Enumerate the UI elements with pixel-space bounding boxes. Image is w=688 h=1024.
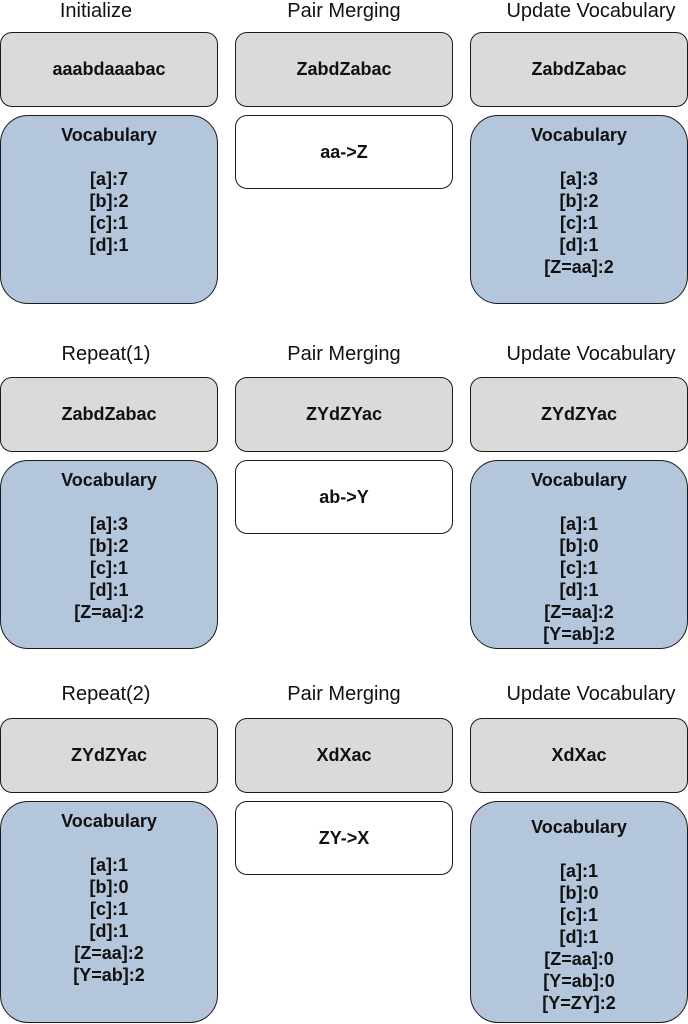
row3-updated-sequence-box: XdXac [470,718,688,793]
row1-updated-sequence-box: ZabdZabac [470,32,688,107]
row3-updated-sequence: XdXac [551,745,607,765]
vocab-entry: [a]:1 [89,855,128,875]
vocab-entry: [d]:1 [89,235,129,255]
vocab-entry: [Y=ZY]:2 [542,993,616,1013]
row2-vocabulary-after: Vocabulary [a]:1 [b]:0 [c]:1 [d]:1 [Z=aa… [470,460,688,649]
vocab-entry: [a]:3 [89,514,128,534]
row1-merged-sequence: ZabdZabac [296,59,392,79]
row2-updated-sequence-box: ZYdZYac [470,377,688,452]
vocab-entry: [d]:1 [559,580,599,600]
vocab-entry: [Y=ab]:2 [73,965,145,985]
row2-title-repeat-1: Repeat(1) [61,343,151,365]
vocab-entry: [b]:2 [89,191,129,211]
row3-vocab-before-title: Vocabulary [61,811,157,831]
vocab-entry: [a]:7 [89,169,128,189]
row2-merged-sequence-box: ZYdZYac [235,377,453,452]
row3-vocabulary-before: Vocabulary [a]:1 [b]:0 [c]:1 [d]:1 [Z=aa… [0,801,218,1023]
row2-input-sequence-box: ZabdZabac [0,377,218,452]
vocab-entry: [c]:1 [89,213,128,233]
row2-merged-sequence: ZYdZYac [305,404,383,424]
row3-merged-sequence: XdXac [316,745,372,765]
row1-vocab-before-title: Vocabulary [61,125,157,145]
row1-merged-sequence-box: ZabdZabac [235,32,453,107]
row1-merge-rule-box: aa->Z [235,115,453,189]
row1-title-update-vocabulary: Update Vocabulary [506,0,676,22]
row3-merged-sequence-box: XdXac [235,718,453,793]
vocab-entry: [Y=ab]:0 [543,971,615,991]
vocab-entry: [Z=aa]:2 [74,943,144,963]
vocab-entry: [Z=aa]:2 [544,602,614,622]
vocab-entry: [c]:1 [559,213,598,233]
vocab-entry: [b]:0 [89,877,129,897]
row3-vocab-after-title: Vocabulary [531,817,627,837]
row1-input-sequence: aaabdaaabac [52,59,166,79]
row1-merge-rule: aa->Z [320,141,368,162]
row2-title-update-vocabulary: Update Vocabulary [506,343,676,365]
row3-merge-rule: ZY->X [318,827,370,848]
vocab-entry: [c]:1 [89,558,128,578]
row2-vocab-after-title: Vocabulary [531,470,627,490]
vocab-entry: [d]:1 [89,580,129,600]
row1-updated-sequence: ZabdZabac [531,59,627,79]
vocab-entry: [c]:1 [559,558,598,578]
row1-title-initialize: Initialize [59,0,133,22]
row2-input-sequence: ZabdZabac [61,404,157,424]
row2-merge-rule: ab->Y [319,486,369,507]
row1-title-pair-merging: Pair Merging [287,0,401,22]
row3-input-sequence: ZYdZYac [70,745,148,765]
vocab-entry: [Z=aa]:0 [544,949,614,969]
vocab-entry: [d]:1 [559,235,599,255]
vocab-entry: [d]:1 [559,927,599,947]
row2-merge-rule-box: ab->Y [235,460,453,534]
vocab-entry: [Z=aa]:2 [544,257,614,277]
vocab-entry: [b]:2 [559,191,599,211]
row3-input-sequence-box: ZYdZYac [0,718,218,793]
vocab-entry: [a]:1 [559,861,598,881]
row1-vocabulary-after: Vocabulary [a]:3 [b]:2 [c]:1 [d]:1 [Z=aa… [470,115,688,304]
vocab-entry: [b]:0 [559,536,599,556]
row2-title-pair-merging: Pair Merging [287,343,401,365]
vocab-entry: [a]:3 [559,169,598,189]
vocab-entry: [d]:1 [89,921,129,941]
vocab-entry: [a]:1 [559,514,598,534]
vocab-entry: [c]:1 [89,899,128,919]
row3-merge-rule-box: ZY->X [235,801,453,875]
vocab-entry: [Z=aa]:2 [74,602,144,622]
row3-title-repeat-2: Repeat(2) [61,683,151,705]
row1-vocabulary-before: Vocabulary [a]:7 [b]:2 [c]:1 [d]:1 [0,115,218,304]
vocab-entry: [c]:1 [559,905,598,925]
row3-title-update-vocabulary: Update Vocabulary [506,683,676,705]
vocab-entry: [b]:2 [89,536,129,556]
row2-vocabulary-before: Vocabulary [a]:3 [b]:2 [c]:1 [d]:1 [Z=aa… [0,460,218,649]
vocab-entry: [b]:0 [559,883,599,903]
row2-vocab-before-title: Vocabulary [61,470,157,490]
row3-vocabulary-after: Vocabulary [a]:1 [b]:0 [c]:1 [d]:1 [Z=aa… [470,801,688,1023]
row3-title-pair-merging: Pair Merging [287,683,401,705]
row1-vocab-after-title: Vocabulary [531,125,627,145]
vocab-entry: [Y=ab]:2 [543,624,615,644]
row1-input-sequence-box: aaabdaaabac [0,32,218,107]
row2-updated-sequence: ZYdZYac [540,404,618,424]
